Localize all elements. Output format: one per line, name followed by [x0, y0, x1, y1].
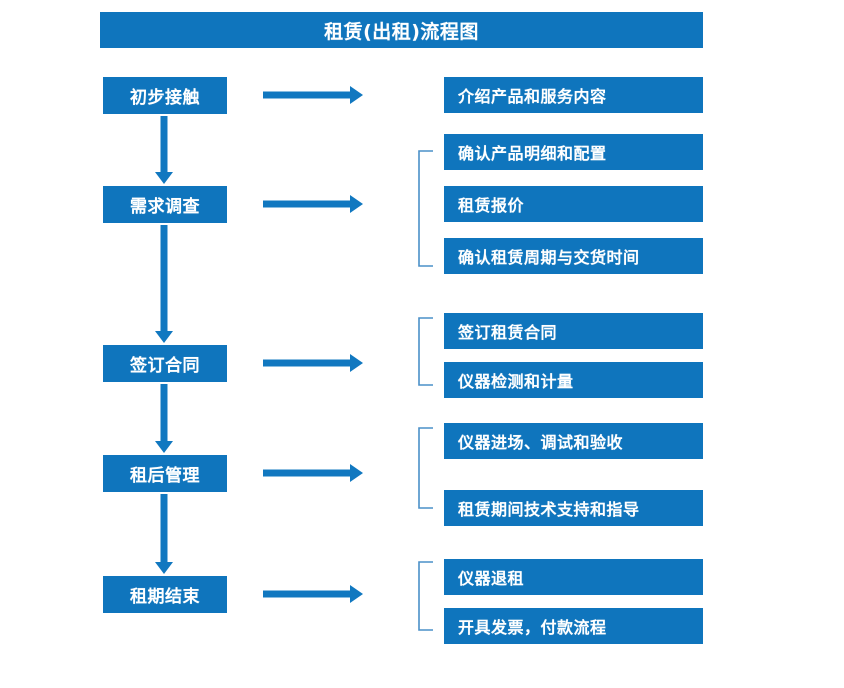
arrow-head [155, 441, 173, 453]
arrow-shaft [263, 91, 350, 99]
bracket-path [418, 317, 433, 386]
detail-box-2-2[interactable]: 租赁报价 [444, 186, 703, 222]
arrow-head [350, 585, 363, 603]
flow-arrow-right-3 [263, 354, 363, 372]
detail-box-3-1[interactable]: 签订租赁合同 [444, 313, 703, 349]
arrow-head [350, 464, 363, 482]
arrow-head [155, 331, 173, 343]
arrow-head [155, 562, 173, 574]
flow-arrow-down-4 [155, 494, 173, 574]
group-bracket-2 [418, 150, 433, 267]
arrow-shaft [160, 494, 168, 562]
flow-arrow-right-2 [263, 195, 363, 213]
stage-box-3[interactable]: 签订合同 [103, 345, 227, 382]
arrow-shaft [263, 200, 350, 208]
arrow-shaft [160, 225, 168, 331]
arrow-shaft [263, 359, 350, 367]
stage-box-1[interactable]: 初步接触 [103, 77, 227, 114]
bracket-path [418, 561, 433, 631]
group-bracket-4 [418, 427, 433, 509]
bracket-path [418, 427, 433, 509]
detail-box-3-2[interactable]: 仪器检测和计量 [444, 362, 703, 398]
stage-box-2[interactable]: 需求调查 [103, 186, 227, 223]
group-bracket-3 [418, 317, 433, 386]
flow-arrow-down-2 [155, 225, 173, 343]
detail-box-5-2[interactable]: 开具发票，付款流程 [444, 608, 703, 644]
arrow-shaft [263, 590, 350, 598]
flow-arrow-right-4 [263, 464, 363, 482]
arrow-head [350, 86, 363, 104]
stage-box-4[interactable]: 租后管理 [103, 455, 227, 492]
arrow-head [350, 354, 363, 372]
detail-box-2-1[interactable]: 确认产品明细和配置 [444, 134, 703, 170]
detail-box-5-1[interactable]: 仪器退租 [444, 559, 703, 595]
flow-arrow-down-3 [155, 384, 173, 453]
arrow-head [350, 195, 363, 213]
flow-arrow-right-1 [263, 86, 363, 104]
arrow-shaft [160, 116, 168, 172]
arrow-head [155, 172, 173, 184]
detail-box-1-1[interactable]: 介绍产品和服务内容 [444, 77, 703, 113]
detail-box-4-1[interactable]: 仪器进场、调试和验收 [444, 423, 703, 459]
group-bracket-5 [418, 561, 433, 631]
flow-arrow-down-1 [155, 116, 173, 184]
arrow-shaft [263, 469, 350, 477]
arrow-shaft [160, 384, 168, 441]
detail-box-4-2[interactable]: 租赁期间技术支持和指导 [444, 490, 703, 526]
stage-box-5[interactable]: 租期结束 [103, 576, 227, 613]
flowchart-title-bar: 租赁(出租)流程图 [100, 12, 703, 48]
bracket-path [418, 150, 433, 267]
flow-arrow-right-5 [263, 585, 363, 603]
detail-box-2-3[interactable]: 确认租赁周期与交货时间 [444, 238, 703, 274]
